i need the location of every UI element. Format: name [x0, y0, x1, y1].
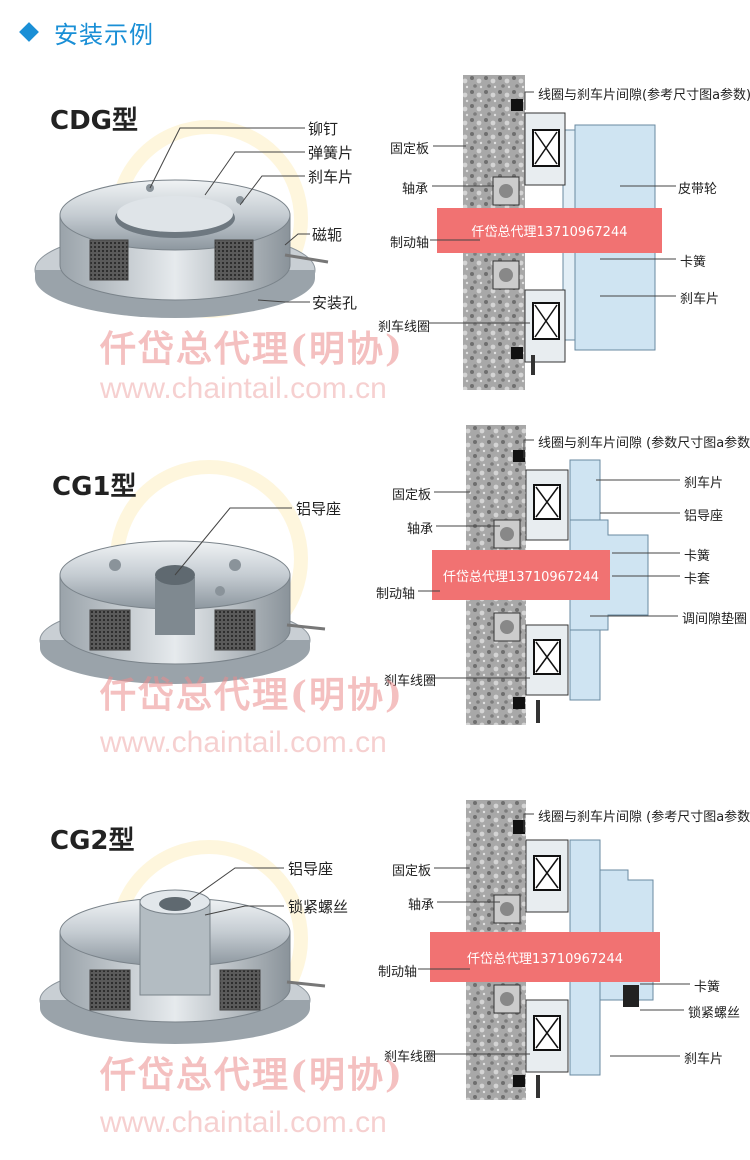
diagram-label-left: 固定板: [390, 142, 430, 157]
product-label: 锁紧螺丝: [288, 898, 349, 916]
brake-shaft-banner: 仟岱总代理13710967244: [430, 932, 660, 982]
diagram-label-left: 刹车线圈: [384, 1050, 437, 1065]
watermark-text: 仟岱总代理(明协): [100, 1054, 405, 1096]
product-label: 安装孔: [312, 294, 358, 312]
product-illustration-cg1: [39, 540, 326, 684]
diagram-note: 线圈与刹车片间隙 (参考尺寸图a参数): [538, 810, 750, 825]
diagram-label-left: 轴承: [408, 898, 435, 913]
diagram-leader-lines: [418, 813, 690, 1057]
product-label: 铆钉: [308, 120, 339, 138]
diagram-label-left: 固定板: [392, 864, 432, 879]
brake-shaft-banner: 仟岱总代理13710967244: [432, 550, 610, 600]
diagram-label-left: 刹车线圈: [378, 320, 431, 335]
diagram-label-right: 锁紧螺丝: [688, 1006, 741, 1021]
diagram-label-right: 皮带轮: [678, 182, 718, 197]
diagram-label-left: 固定板: [392, 488, 432, 503]
diagram-label-left: 轴承: [402, 182, 429, 197]
model-title: CG2型: [50, 826, 135, 856]
diagram-label-right: 调间隙垫圈: [682, 612, 748, 627]
diagram-label-left: 轴承: [407, 522, 434, 537]
product-label: 铝导座: [296, 500, 342, 518]
diagram-label-right: 卡簧: [684, 549, 711, 564]
product-label: 磁轭: [312, 226, 343, 244]
section-cg2: CG2型 铝导座 锁紧螺丝 仟岱总代理1371096724: [0, 780, 750, 1160]
diagram-label-left: 刹车线圈: [384, 674, 437, 689]
product-label: 刹车片: [308, 168, 354, 186]
brake-shaft-banner: 仟岱总代理13710967244: [437, 208, 662, 253]
watermark-text: 仟岱总代理(明协): [100, 674, 405, 716]
product-illustration-cdg: [34, 179, 329, 318]
diagram-label-right: 铝导座: [684, 509, 724, 524]
diagram-leader-lines: [428, 91, 676, 324]
diagram-label-left: 制动轴: [376, 587, 416, 602]
model-title: CG1型: [52, 472, 137, 502]
product-label: 铝导座: [288, 860, 334, 878]
diagram-label-right: 卡套: [684, 572, 711, 587]
leader-lines: [189, 867, 284, 916]
diagram-note: 线圈与刹车片间隙(参考尺寸图a参数): [538, 88, 750, 103]
diagram-label-right: 刹车片: [684, 476, 724, 491]
watermark-text: 仟岱总代理(明协): [100, 328, 405, 370]
model-title: CDG型: [50, 106, 139, 136]
watermark-url: www.chaintail.com.cn: [100, 372, 387, 405]
diagram-note: 线圈与刹车片间隙 (参数尺寸图a参数): [538, 436, 750, 451]
section-cdg: CDG型 铆钉 弹簧片 刹车片 磁轭 安装孔: [0, 0, 750, 420]
section-header: 安装示例: [14, 14, 154, 50]
watermark-url: www.chaintail.com.cn: [100, 1106, 387, 1139]
leader-lines: [149, 127, 310, 303]
product-label: 弹簧片: [308, 144, 354, 162]
diagram-label-right: 刹车片: [680, 292, 720, 307]
section-cg1: CG1型 铝导座 仟岱总代理13710967244 线圈: [0, 420, 750, 780]
diagram-label-left: 制动轴: [390, 236, 430, 251]
page-title: 安装示例: [54, 20, 154, 49]
leader-lines: [174, 507, 292, 576]
watermark-url: www.chaintail.com.cn: [100, 726, 387, 759]
diagram-label-left: 制动轴: [378, 965, 418, 980]
diagram-leader-lines: [418, 439, 680, 679]
diagram-label-right: 卡簧: [694, 980, 721, 995]
diagram-label-right: 刹车片: [684, 1052, 724, 1067]
product-illustration-cg2: [39, 889, 326, 1044]
diagram-label-right: 卡簧: [680, 255, 707, 270]
